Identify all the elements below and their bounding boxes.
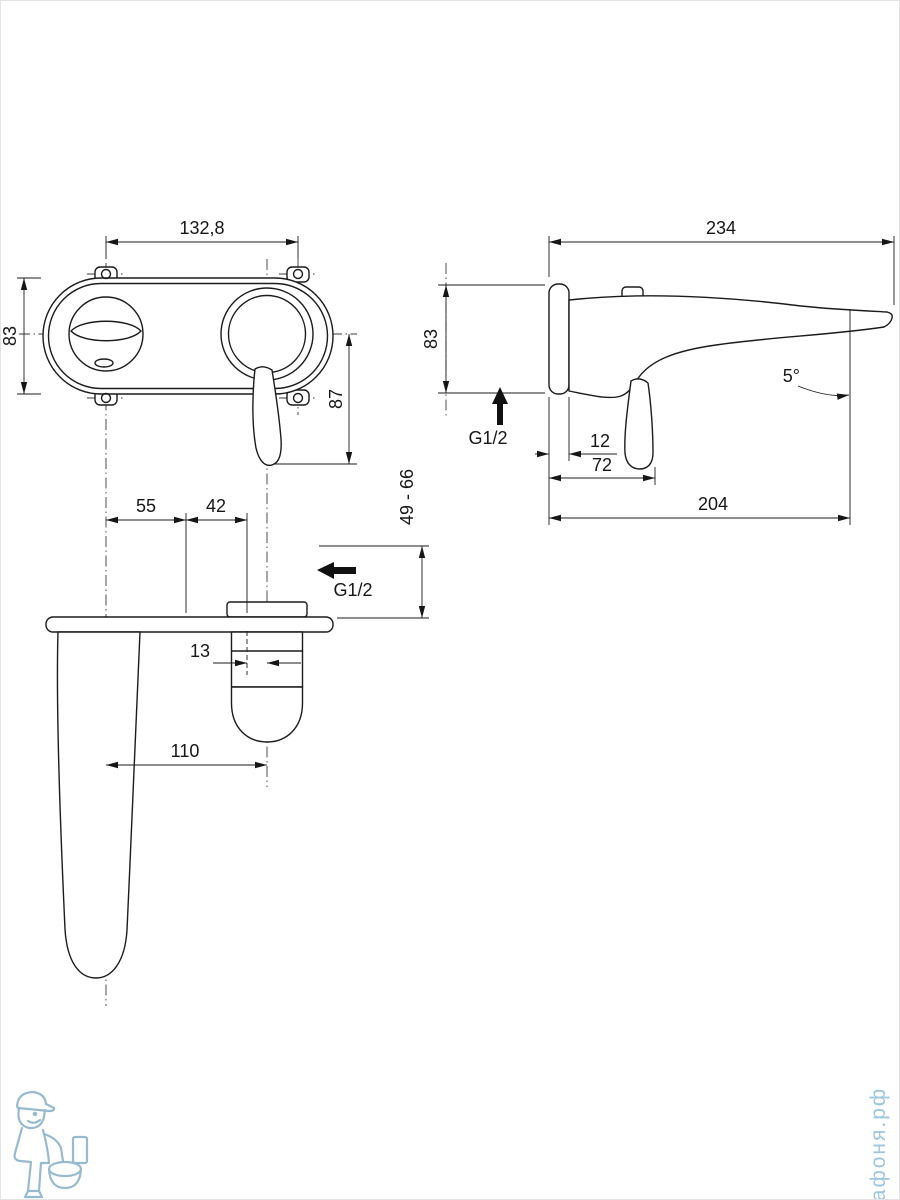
dim-body-depth: 72	[549, 455, 656, 485]
wall-plate-side	[548, 283, 570, 395]
dim-depth-range: 49 - 66	[319, 469, 429, 619]
spout-side-profile	[568, 295, 893, 399]
dim-text-plate-depth: 12	[590, 431, 610, 451]
dim-text-side-height: 83	[421, 329, 441, 349]
front-view	[42, 266, 334, 467]
mascot-cap	[15, 1090, 56, 1113]
mascot-eye	[32, 1111, 38, 1117]
escutcheon-plate-inner-contour	[47, 282, 329, 390]
outlet-annotation: G1/2	[317, 562, 373, 600]
escutcheon-plate-front	[42, 277, 334, 395]
screw-hole	[100, 268, 112, 280]
lever-handle-front	[252, 366, 282, 467]
dim-spout-reach: 204	[549, 309, 851, 525]
dim-text-depth-range: 49 - 66	[397, 469, 417, 525]
dim-side-length: 234	[548, 218, 895, 305]
arrow-up-icon	[492, 387, 508, 425]
inlet-thread-label: G1/2	[468, 428, 507, 448]
spout-body-vertical	[56, 631, 141, 979]
arrow-left-icon	[317, 562, 356, 579]
dim-text-offset-right: 42	[206, 496, 226, 516]
fitting-cylinder	[230, 631, 304, 688]
plumber-mascot-watermark	[13, 1090, 89, 1199]
dim-front-width: 132,8	[105, 218, 299, 259]
side-view	[548, 283, 893, 470]
dim-text-front-width: 132,8	[179, 218, 224, 238]
outlet-thread-label: G1/2	[333, 580, 372, 600]
dim-text-front-height: 83	[1, 326, 20, 346]
dim-text-handle-drop: 87	[326, 389, 346, 409]
mascot-plunger	[59, 1146, 65, 1163]
dim-text-body-depth: 72	[592, 455, 612, 475]
dim-offsets: 55 42	[106, 496, 248, 613]
toilet-bowl	[47, 1167, 83, 1190]
toilet-tank	[71, 1135, 89, 1165]
bottom-view	[45, 601, 334, 979]
mascot-body	[13, 1126, 51, 1193]
angle-text: 5°	[783, 366, 800, 386]
angle-annotation: 5°	[783, 366, 850, 400]
handle-hub	[68, 296, 144, 372]
lever-handle-side	[624, 378, 654, 470]
mascot-face	[17, 1106, 47, 1130]
mascot-mustache	[26, 1118, 42, 1124]
dim-text-spout-length: 110	[171, 741, 200, 761]
concealed-body	[226, 601, 308, 618]
dim-plate-depth: 12	[535, 397, 617, 525]
screw-hole	[292, 392, 304, 404]
handle-detail	[94, 358, 114, 368]
toilet-rim	[47, 1160, 83, 1178]
mascot-boots	[23, 1189, 44, 1199]
dim-text-offset-left: 55	[136, 496, 156, 516]
fitting-cap	[230, 686, 304, 743]
handle-paddle	[70, 320, 142, 342]
dim-aerator-offset: 13	[190, 631, 301, 675]
dim-front-height: 83	[1, 277, 41, 395]
dim-text-aerator-offset: 13	[190, 641, 210, 661]
escutcheon-plate-edge	[45, 616, 334, 633]
dim-text-spout-reach: 204	[698, 494, 728, 514]
screw-hole	[292, 268, 304, 280]
mascot-arm	[42, 1132, 63, 1150]
dim-side-height: 83	[421, 284, 545, 394]
dim-handle-drop: 87	[273, 334, 357, 465]
dim-spout-length: 110	[106, 741, 267, 769]
dim-text-side-length: 234	[706, 218, 736, 238]
inlet-annotation: G1/2	[468, 387, 508, 448]
site-watermark-text: афоня.рф	[867, 1087, 890, 1200]
screw-hole	[100, 392, 112, 404]
angle-arc	[797, 385, 850, 400]
